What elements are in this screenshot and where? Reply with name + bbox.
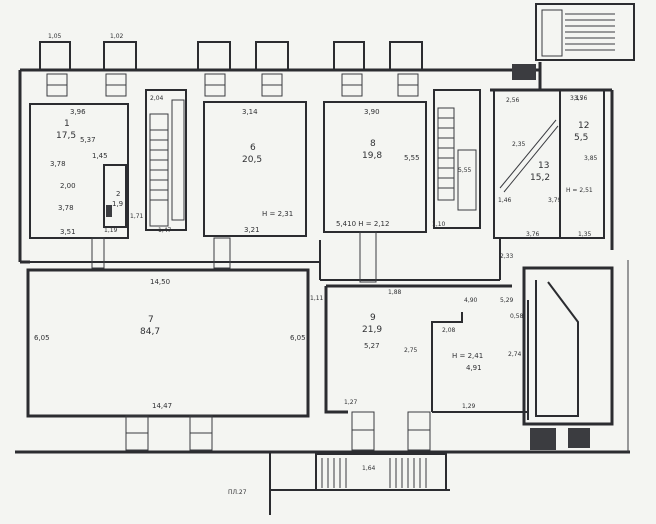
dim-small-a: 2,04 bbox=[150, 95, 164, 102]
room-1-number: 1 bbox=[64, 119, 70, 129]
dim-r8-formula: 5,410 H = 2,12 bbox=[336, 220, 389, 228]
room-9-walls bbox=[324, 284, 529, 451]
dim-r9-d: 4,90 bbox=[464, 297, 478, 304]
dim-r7-top: 14,50 bbox=[150, 278, 170, 286]
room-6-area: 20,5 bbox=[242, 155, 262, 165]
dim-r6-formula: H = 2,31 bbox=[262, 210, 293, 218]
dim-r13-f: 1,35 bbox=[578, 231, 592, 238]
dim-r1-b: 3,78 bbox=[50, 160, 66, 168]
dim-small-b: 1,71 bbox=[130, 213, 144, 220]
dim-r7-bottom: 14,47 bbox=[152, 402, 172, 410]
room-7-number: 7 bbox=[148, 315, 154, 325]
dim-r9-h: 2,74 bbox=[508, 351, 522, 358]
room-13-number: 13 bbox=[538, 161, 549, 171]
dim-r8-top: 3,90 bbox=[364, 108, 380, 116]
room-8-number: 8 bbox=[370, 139, 376, 149]
dim-top-left-w1: 1,05 bbox=[48, 33, 62, 40]
dim-r13-e: 3,76 bbox=[526, 231, 540, 238]
dim-r7-side-r: 6,05 bbox=[290, 334, 306, 342]
room-7-walls bbox=[26, 268, 310, 451]
stair-bottom bbox=[315, 453, 447, 491]
room-9-area: 21,9 bbox=[362, 325, 382, 335]
small-stair-block bbox=[145, 89, 187, 231]
room-11-walls bbox=[433, 89, 481, 229]
room-9-number: 9 bbox=[370, 313, 376, 323]
room-10-walls bbox=[522, 266, 614, 450]
room-12-13-walls bbox=[493, 89, 605, 239]
dim-r1-top: 3,96 bbox=[70, 108, 86, 116]
dim-r6-bottom: 3,21 bbox=[244, 226, 260, 234]
room-1-area: 17,5 bbox=[56, 131, 76, 141]
room-12-area: 5,5 bbox=[574, 133, 588, 143]
dim-mid-a: 1,11 bbox=[310, 295, 324, 302]
room-8-area: 19,8 bbox=[362, 151, 382, 161]
dim-r12-a: 3,85 bbox=[584, 155, 598, 162]
dim-r9-i: 1,27 bbox=[344, 399, 358, 406]
bottom-note: ПЛ.27 bbox=[228, 489, 247, 496]
room-2-area: 1,9 bbox=[112, 200, 123, 208]
dim-r13-h: 3,76 bbox=[574, 95, 588, 102]
stair-top-right bbox=[512, 3, 635, 80]
dim-r1-f: 1,19 bbox=[104, 227, 118, 234]
dim-small-c: 1,47 bbox=[158, 227, 172, 234]
dim-r9-k: 1,64 bbox=[362, 465, 376, 472]
dim-r9-e: 5,29 bbox=[500, 297, 514, 304]
room-13-area: 15,2 bbox=[530, 173, 550, 183]
dim-r9-a: 5,27 bbox=[364, 342, 380, 350]
dim-r1-bottom: 3,51 bbox=[60, 228, 76, 236]
dim-r8-e: 1,10 bbox=[432, 221, 446, 228]
dim-r13-a: 3,79 bbox=[548, 197, 562, 204]
dim-top-left-w2: 1,02 bbox=[110, 33, 124, 40]
corridor bbox=[20, 231, 501, 283]
dim-r7-side-l: 6,05 bbox=[34, 334, 50, 342]
dim-r6-top: 3,14 bbox=[242, 108, 258, 116]
room-1-walls bbox=[29, 103, 129, 239]
room-2-number: 2 bbox=[116, 190, 120, 198]
window-bays bbox=[39, 41, 423, 97]
dim-r13-top: 2,56 bbox=[506, 97, 520, 104]
dim-r9-c: 2,08 bbox=[442, 327, 456, 334]
room-12-number: 12 bbox=[578, 121, 589, 131]
room-7-area: 84,7 bbox=[140, 327, 160, 337]
dim-r8-f: 5,55 bbox=[458, 167, 472, 174]
dim-r1-e: 1,45 bbox=[92, 152, 108, 160]
dim-r12-top: 3,15 bbox=[570, 95, 584, 102]
room-6-walls bbox=[203, 101, 307, 237]
dim-mid-b: 1,88 bbox=[388, 289, 402, 296]
dim-r1-a: 5,37 bbox=[80, 136, 96, 144]
dim-r1-d: 3,78 bbox=[58, 204, 74, 212]
dim-r9-f: 0,58 bbox=[510, 313, 524, 320]
room-2-walls bbox=[103, 164, 127, 228]
dim-r13-c: H = 2,51 bbox=[566, 187, 593, 194]
dim-r9-g: 4,91 bbox=[466, 364, 482, 372]
dim-r1-c: 2,00 bbox=[60, 182, 76, 190]
dim-r8-side: 5,55 bbox=[404, 154, 420, 162]
dim-r13-b: 2,35 bbox=[512, 141, 526, 148]
dim-r13-g: 2,33 bbox=[500, 253, 514, 260]
room-6-number: 6 bbox=[250, 143, 256, 153]
dim-r9-b: 2,75 bbox=[404, 347, 418, 354]
dim-r9-formula: H = 2,41 bbox=[452, 352, 483, 360]
dim-r9-j: 1,29 bbox=[462, 403, 476, 410]
dim-r13-d: 1,46 bbox=[498, 197, 512, 204]
